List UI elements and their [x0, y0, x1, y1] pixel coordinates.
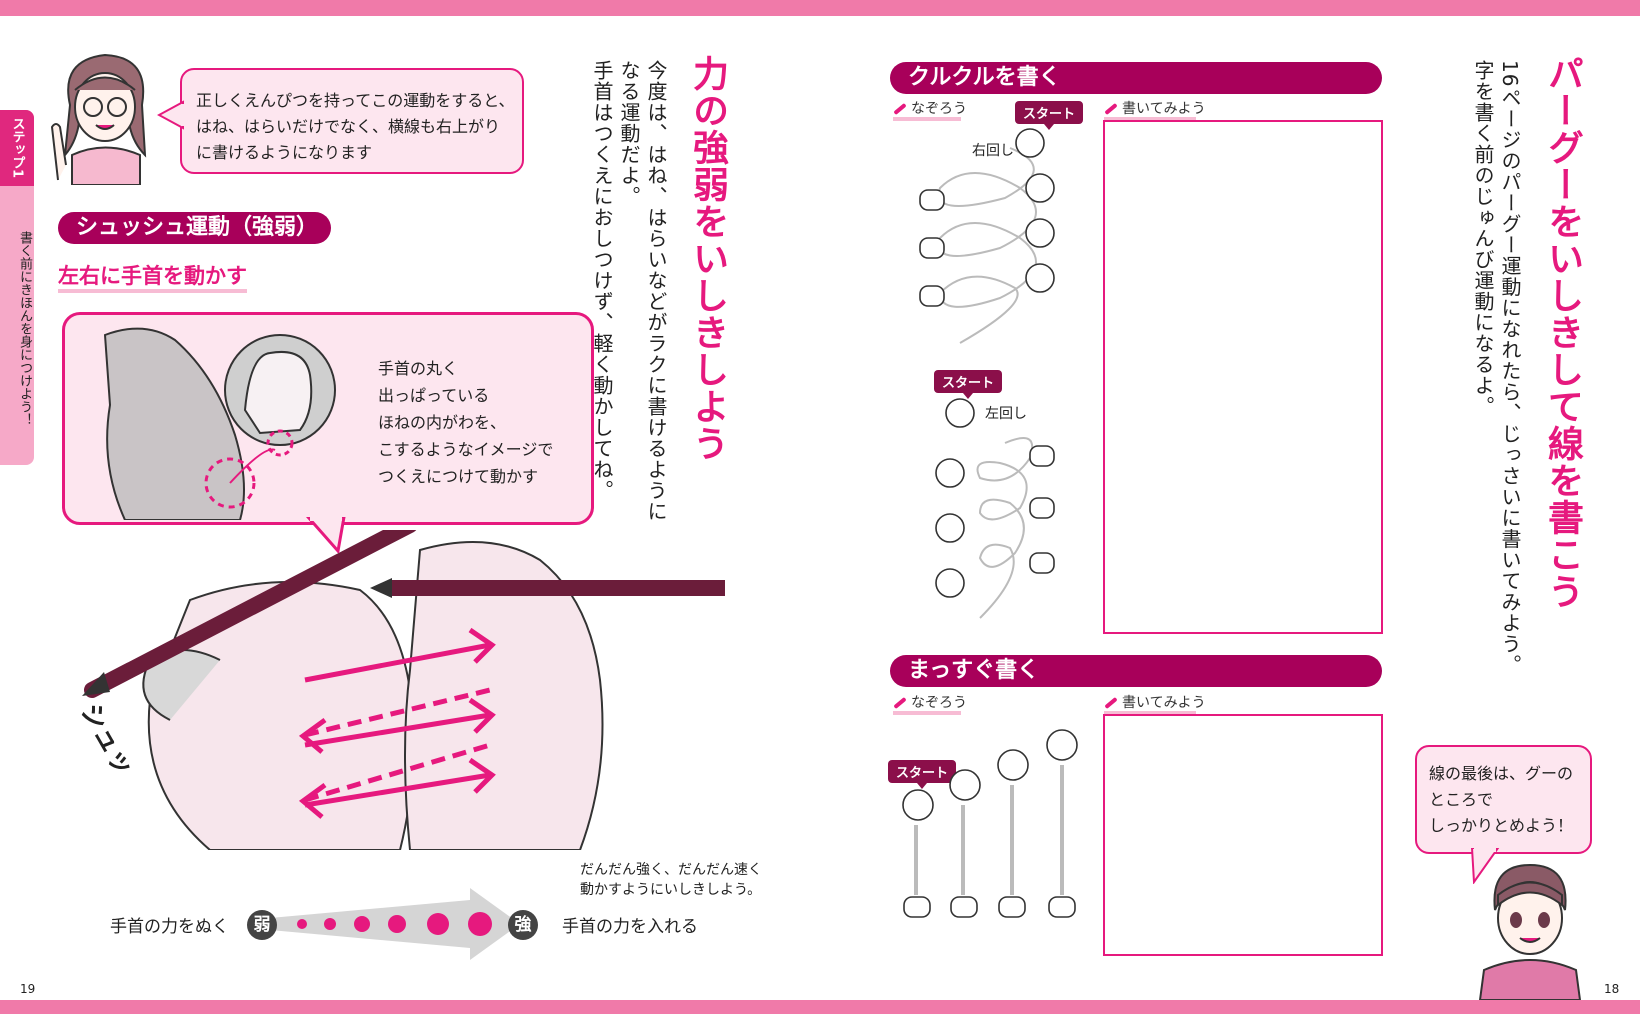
write-label-text: 書いてみよう	[1122, 695, 1206, 711]
speech-bottom-line-1: 線の最後は、グーの	[1429, 764, 1574, 783]
strength-arrow	[270, 888, 520, 960]
speech-line-1: 正しくえんぴつを持ってこの運動をすると、	[196, 91, 515, 110]
speech-bottom-line-3: しっかりとめよう！	[1429, 816, 1574, 835]
trace-label-text: なぞろう	[911, 101, 967, 117]
note-line-1: だんだん強く、だんだん速く	[580, 862, 762, 878]
start-badge-3: スタート	[888, 760, 957, 789]
left-body-col-3: 手首はつくえにおしつけず、軽く動かしてね。	[590, 60, 614, 501]
section-title-pill: シュッシュ運動（強弱）	[58, 212, 331, 244]
section2-write-label: 書いてみよう	[1104, 692, 1206, 715]
section1-write-box[interactable]	[1103, 120, 1383, 634]
speech-line-3: に書けるようになります	[196, 143, 373, 162]
direction-left: 左回し	[985, 406, 1027, 422]
trace-label-text: なぞろう	[911, 695, 967, 711]
step-tab-text: 書く前にきほんを身につけよう！	[17, 230, 32, 426]
page-number-right: 18	[1604, 982, 1620, 996]
section-subtitle: 左右に手首を動かす	[58, 263, 247, 293]
bottom-band	[0, 1000, 1640, 1014]
pencil-icon	[1104, 102, 1118, 116]
callout-tail	[306, 517, 346, 553]
step-tab-label: ステップ1	[0, 110, 34, 186]
pencil-icon	[1104, 696, 1118, 710]
pencil-icon	[893, 102, 907, 116]
weak-badge: 弱	[247, 910, 277, 940]
note-line-2: 動かすようにいしきしよう。	[580, 882, 762, 898]
step-tab: ステップ1 書く前にきほんを身につけよう！	[0, 110, 34, 465]
speech-tail	[157, 100, 185, 130]
left-body-col-2: なる運動だよ。	[617, 60, 641, 207]
section1-title: クルクルを書く	[890, 62, 1382, 94]
page-number-left: 19	[20, 982, 36, 996]
straight-trace-guides	[902, 729, 1078, 918]
callout-line-2: 出っぱっている	[378, 386, 490, 405]
write-label-text: 書いてみよう	[1122, 101, 1206, 117]
start-badge-2: スタート	[934, 370, 1003, 399]
callout-line-1: 手首の丸く	[378, 359, 459, 378]
callout-line-5: つくえにつけて動かす	[378, 467, 539, 486]
wrist-illustration	[103, 327, 336, 520]
section1-write-label: 書いてみよう	[1104, 98, 1206, 121]
spiral-trace-guides	[919, 128, 1055, 619]
pencil-icon	[893, 696, 907, 710]
section1-trace-label: なぞろう	[893, 98, 967, 121]
note: だんだん強く、だんだん速く 動かすようにいしきしよう。	[580, 860, 762, 900]
student-avatar	[1478, 863, 1582, 1000]
direction-right: 右回し	[972, 143, 1014, 159]
section2-title: まっすぐ書く	[890, 655, 1382, 687]
right-title: パーグーをいしきして線を書こう	[1542, 55, 1583, 610]
start-badge-1: スタート	[1015, 101, 1084, 130]
left-title: 力の強弱をいしきしよう	[687, 55, 728, 462]
teacher-avatar	[50, 53, 147, 185]
speech-bubble-bottom: 線の最後は、グーの ところで しっかりとめよう！	[1415, 745, 1592, 854]
right-body-col-1: 16ページのパーグー運動になれたら、じっさいに書いてみよう。	[1498, 60, 1522, 676]
strong-badge: 強	[508, 910, 538, 940]
callout-line-4: こするようなイメージで	[378, 440, 554, 459]
left-body-col-1: 今度は、はね、はらいなどがラクに書けるように	[644, 60, 668, 522]
top-band	[0, 0, 1640, 16]
section2-trace-label: なぞろう	[893, 692, 967, 715]
speech-bottom-tail	[1470, 848, 1500, 884]
scale-left-label: 手首の力をぬく	[110, 917, 229, 937]
right-body-col-2: 字を書く前のじゅんび運動になるよ。	[1471, 60, 1495, 417]
section2-write-box[interactable]	[1103, 714, 1383, 956]
callout-line-3: ほねの内がわを、	[378, 413, 507, 432]
hands-pencils-illustration	[82, 530, 725, 850]
speech-line-2: はね、はらいだけでなく、横線も右上がり	[196, 117, 501, 136]
speech-bottom-line-2: ところで	[1429, 790, 1494, 809]
speech-bubble-top: 正しくえんぴつを持ってこの運動をすると、 はね、はらいだけでなく、横線も右上がり…	[180, 68, 524, 174]
scale-right-label: 手首の力を入れる	[562, 917, 698, 937]
